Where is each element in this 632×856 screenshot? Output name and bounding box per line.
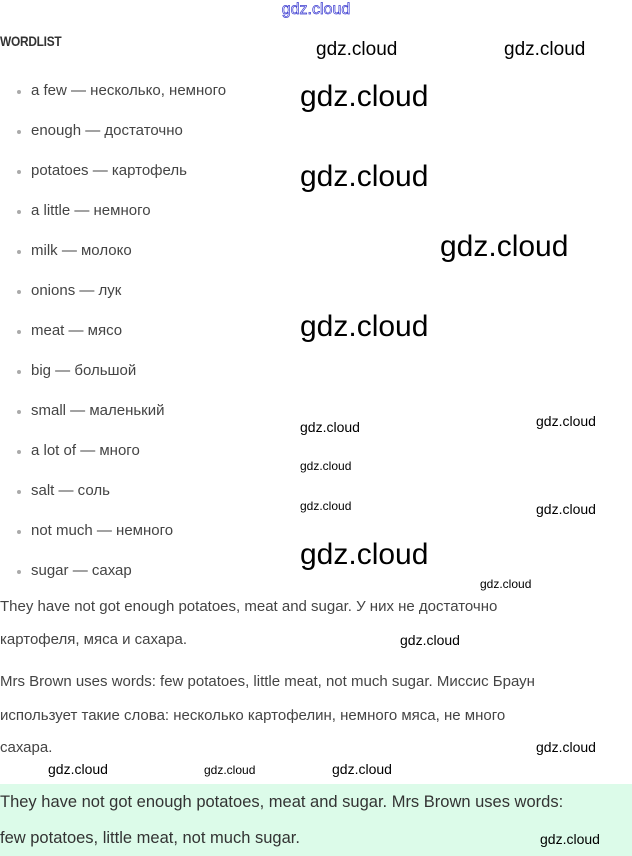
list-item: onions — лук (0, 282, 226, 322)
answer-box: They have not got enough potatoes, meat … (0, 784, 632, 856)
bullet-icon (17, 90, 21, 94)
list-item: a lot of — много (0, 442, 226, 482)
watermark: gdz.cloud (300, 80, 429, 113)
bullet-icon (17, 370, 21, 374)
bullet-icon (17, 410, 21, 414)
paragraph-1-line-1: They have not got enough potatoes, meat … (0, 598, 498, 615)
watermark: gdz.cloud (300, 419, 360, 435)
list-item: enough — достаточно (0, 122, 226, 162)
bullet-icon (17, 330, 21, 334)
watermark: gdz.cloud (536, 413, 596, 429)
list-item: big — большой (0, 362, 226, 402)
list-item-text: potatoes — картофель (31, 162, 187, 179)
paragraph-2-line-2: использует такие слова: несколько картоф… (0, 707, 506, 724)
list-item-text: not much — немного (31, 522, 174, 539)
watermark: gdz.cloud (300, 160, 429, 193)
watermark: gdz.cloud (536, 501, 596, 517)
list-item-text: big — большой (31, 362, 137, 379)
list-item-text: onions — лук (31, 282, 122, 299)
bullet-icon (17, 570, 21, 574)
bullet-icon (17, 130, 21, 134)
list-item: not much — немного (0, 522, 226, 562)
list-item-text: milk — молоко (31, 242, 132, 259)
list-item-text: salt — соль (31, 482, 110, 499)
list-item-text: a lot of — много (31, 442, 140, 459)
watermark: gdz.cloud (300, 499, 352, 513)
wordlist-heading: WORDLIST (0, 33, 62, 49)
watermark: gdz.cloud (300, 459, 352, 473)
list-item-text: a few — несколько, немного (31, 82, 227, 99)
paragraph-2-line-3: сахара. (0, 739, 53, 756)
list-item: sugar — сахар (0, 562, 226, 602)
paragraph-1-line-2: картофеля, мяса и сахара. (0, 631, 188, 648)
answer-line-2: few potatoes, little meat, not much suga… (0, 829, 300, 847)
bullet-icon (17, 170, 21, 174)
watermark: gdz.cloud (204, 763, 256, 777)
watermark: gdz.cloud (400, 632, 460, 648)
watermark: gdz.cloud (536, 739, 596, 755)
watermark: gdz.cloud (504, 39, 586, 60)
watermark: gdz.cloud (300, 538, 429, 571)
list-item: a few — несколько, немного (0, 82, 226, 122)
list-item-text: a little — немного (31, 202, 151, 219)
bullet-icon (17, 490, 21, 494)
watermark: gdz.cloud (332, 761, 392, 777)
wordlist: a few — несколько, немного enough — дост… (0, 82, 226, 602)
bullet-icon (17, 530, 21, 534)
list-item-text: enough — достаточно (31, 122, 183, 139)
watermark: gdz.cloud (440, 230, 569, 263)
watermark-top: gdz.cloud (281, 1, 351, 19)
list-item: potatoes — картофель (0, 162, 226, 202)
list-item: milk — молоко (0, 242, 226, 282)
bullet-icon (17, 450, 21, 454)
list-item-text: small — маленький (31, 402, 165, 419)
watermark: gdz.cloud (480, 577, 532, 591)
list-item: meat — мясо (0, 322, 226, 362)
bullet-icon (17, 250, 21, 254)
watermark: gdz.cloud (540, 831, 600, 847)
list-item: salt — соль (0, 482, 226, 522)
list-item: small — маленький (0, 402, 226, 442)
bullet-icon (17, 290, 21, 294)
list-item-text: sugar — сахар (31, 562, 132, 579)
bullet-icon (17, 210, 21, 214)
answer-line-1: They have not got enough potatoes, meat … (0, 793, 564, 811)
watermark: gdz.cloud (300, 310, 429, 343)
list-item-text: meat — мясо (31, 322, 123, 339)
paragraph-2-line-1: Mrs Brown uses words: few potatoes, litt… (0, 673, 535, 690)
watermark: gdz.cloud (48, 761, 108, 777)
list-item: a little — немного (0, 202, 226, 242)
watermark: gdz.cloud (316, 39, 398, 60)
